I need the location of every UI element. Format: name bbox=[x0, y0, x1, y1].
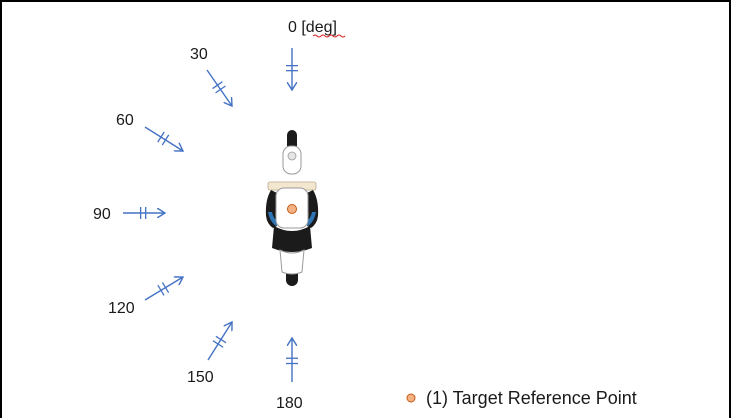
angle-label-60: 60 bbox=[116, 112, 134, 129]
legend-marker-icon bbox=[406, 393, 416, 403]
spellcheck-underline bbox=[312, 34, 346, 38]
arrow-150-icon bbox=[207, 322, 232, 361]
angle-label-150: 150 bbox=[187, 369, 214, 386]
legend-label: (1) Target Reference Point bbox=[426, 388, 637, 408]
angle-label-180: 180 bbox=[276, 395, 303, 412]
legend: (1) Target Reference Point bbox=[406, 388, 637, 408]
arrow-30-icon bbox=[206, 69, 232, 106]
arrow-0-icon bbox=[286, 48, 298, 90]
direction-arrows bbox=[123, 48, 298, 382]
arrow-120-icon bbox=[144, 277, 183, 301]
arrow-90-icon bbox=[123, 207, 165, 219]
angle-label-120: 120 bbox=[108, 300, 135, 317]
target-reference-point-marker bbox=[287, 204, 297, 214]
motorcycle-top-view-icon bbox=[265, 130, 319, 286]
angle-label-0: 0 [deg] bbox=[288, 19, 337, 36]
arrow-60-icon bbox=[144, 126, 183, 151]
angle-label-90: 90 bbox=[93, 206, 111, 223]
angle-label-30: 30 bbox=[190, 46, 208, 63]
arrow-180-icon bbox=[286, 338, 298, 382]
